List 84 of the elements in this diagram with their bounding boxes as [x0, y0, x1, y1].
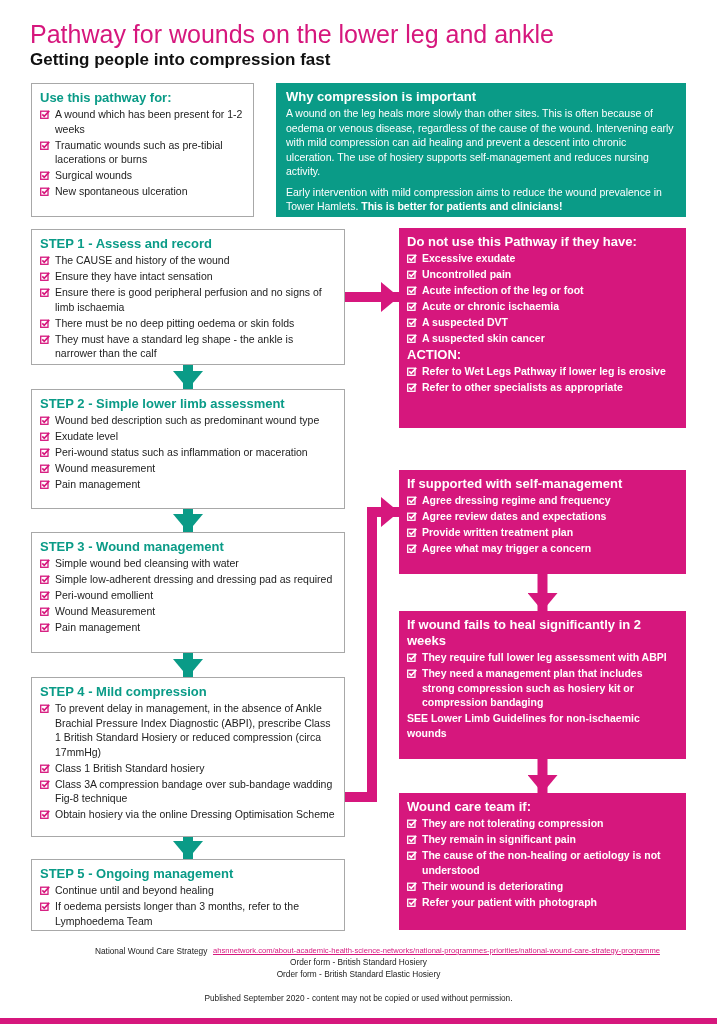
paragraph: A wound on the leg heals more slowly than other sites. This is often because of oedema or venous disease, regardless of the cause of the wound. Intervening early with mild compression can aid healing and prevent a descent into chronic ulceration. The use of hosiery supports self-management and reduces nursing activity. [286, 106, 675, 179]
step-box [31, 859, 345, 931]
box-heading: Why compression is important [286, 89, 477, 105]
arrow [345, 282, 399, 312]
arrow [173, 837, 203, 859]
subtitle: Getting people into compression fast [30, 50, 331, 70]
alert-box [399, 793, 686, 930]
list-item: If oedema persists longer than 3 months, refer to the Lymphoedema Team [55, 899, 300, 928]
list-item: Acute or chronic ischaemia [422, 299, 560, 314]
list-item: They need a management plan that includes strong compression such as hosiery kit or compression bandaging [422, 666, 644, 710]
page-title: Pathway for wounds on the lower leg and ankle [30, 20, 554, 49]
list-item: Class 1 British Standard hosiery [55, 760, 205, 775]
paragraph: SEE Lower Limb Guidelines for non-ischaemic wounds [407, 711, 641, 740]
list-item: They must have a standard leg shape - the ankle is narrower than the calf [55, 331, 295, 361]
box-heading: STEP 1 - Assess and record [40, 236, 213, 252]
arrow [527, 574, 558, 611]
list-item: Surgical wounds [55, 168, 133, 183]
list-item: Provide written treatment plan [422, 525, 574, 540]
list-item: Pain management [55, 620, 141, 635]
box-heading: Wound care team if: [407, 799, 532, 815]
paragraph: Early intervention with mild compression aims to reduce the wound prevalence in Tower Hamlets. This is better for patients and clinicians! [286, 184, 663, 214]
box-heading: ACTION: [407, 347, 463, 363]
box-heading: If wound fails to heal significantly in 2 weeks [407, 617, 643, 649]
box-heading: STEP 3 - Wound management [40, 539, 225, 555]
list-item: Simple low-adherent dressing and dressing pad as required [55, 572, 333, 587]
list-item: Agree what may trigger a concern [422, 541, 592, 556]
list-item: Peri-wound emollient [55, 588, 154, 603]
step-box [31, 677, 345, 837]
list-item: Simple wound bed cleansing with water [55, 556, 239, 571]
list-item: Obtain hosiery via the online Dressing Optimisation Scheme [55, 807, 335, 822]
list-item: Wound Measurement [55, 604, 156, 619]
step-box [31, 532, 345, 653]
footer-note: Order form - British Standard Hosiery [289, 957, 428, 967]
list-item: They remain in significant pain [422, 832, 577, 847]
footer-note: Order form - British Standard Elastic Hosiery [275, 969, 442, 979]
footer-note: National Wound Care Strategy [95, 946, 208, 956]
box-heading: Use this pathway for: [40, 90, 173, 106]
list-item: The CAUSE and history of the wound [55, 253, 230, 268]
arrow [345, 497, 399, 802]
arrow [173, 509, 203, 532]
list-item: There must be no deep pitting oedema or skin folds [55, 315, 295, 330]
box-heading: STEP 5 - Ongoing management [40, 866, 235, 882]
list-item: New spontaneous ulceration [55, 184, 188, 199]
list-item: Pain management [55, 477, 141, 492]
arrow [527, 759, 558, 793]
arrow [173, 365, 203, 389]
list-item: Wound measurement [55, 461, 156, 476]
list-item: A suspected DVT [422, 315, 508, 330]
list-item: Refer to other specialists as appropriate [422, 380, 623, 395]
list-item: They require full lower leg assessment with ABPI [422, 650, 667, 665]
list-item: Traumatic wounds such as pre-tibial lacerations or burns [55, 137, 224, 167]
list-item: Agree dressing regime and frequency [422, 493, 611, 508]
step-box [31, 229, 345, 365]
list-item: Their wound is deteriorating [422, 878, 564, 893]
box-heading: STEP 2 - Simple lower limb assessment [40, 396, 286, 412]
list-item: Refer to Wet Legs Pathway if lower leg is erosive [422, 364, 666, 379]
info-panel [276, 83, 686, 217]
list-item: They are not tolerating compression [422, 816, 604, 831]
step-box [31, 83, 254, 217]
list-item: Class 3A compression bandage over sub-bandage wadding Fig-8 technique [55, 776, 334, 806]
alert-box [399, 228, 686, 428]
box-heading: STEP 4 - Mild compression [40, 684, 208, 700]
box-heading: Do not use this Pathway if they have: [407, 234, 638, 250]
list-item: Ensure there is good peripheral perfusion and no signs of limb ischaemia [55, 285, 323, 314]
list-item: Continue until and beyond healing [55, 883, 214, 898]
list-item: Exudate level [55, 429, 119, 444]
list-item: Excessive exudate [422, 251, 516, 266]
box-heading: If supported with self-management [407, 476, 624, 492]
list-item: Uncontrolled pain [422, 267, 512, 282]
alert-box [399, 611, 686, 759]
list-item: Agree review dates and expectations [422, 509, 607, 524]
list-item: Peri-wound status such as inflammation or maceration [55, 445, 308, 460]
arrow [173, 653, 203, 677]
list-item: Wound bed description such as predominant wound type [55, 413, 320, 428]
alert-box [399, 470, 686, 574]
list-item: Acute infection of the leg or foot [422, 283, 584, 298]
step-box [31, 389, 345, 509]
list-item: Ensure they have intact sensation [55, 269, 213, 284]
list-item: To prevent delay in management, in the absence of Ankle Brachial Pressure Index Diagnostic (ABPI), prescribe Class 1 British Standard Hosiery or reduced compression (circa 17mmHg) [55, 701, 332, 759]
list-item: Refer your patient with photograph [422, 894, 597, 909]
list-item: A wound which has been present for 1-2 weeks [55, 107, 244, 136]
copyright-note: Published September 2020 - content may not be copied or used without permission. [203, 993, 514, 1003]
list-item: The cause of the non-healing or aetiology is not understood [422, 848, 662, 877]
list-item: A suspected skin cancer [422, 331, 545, 346]
